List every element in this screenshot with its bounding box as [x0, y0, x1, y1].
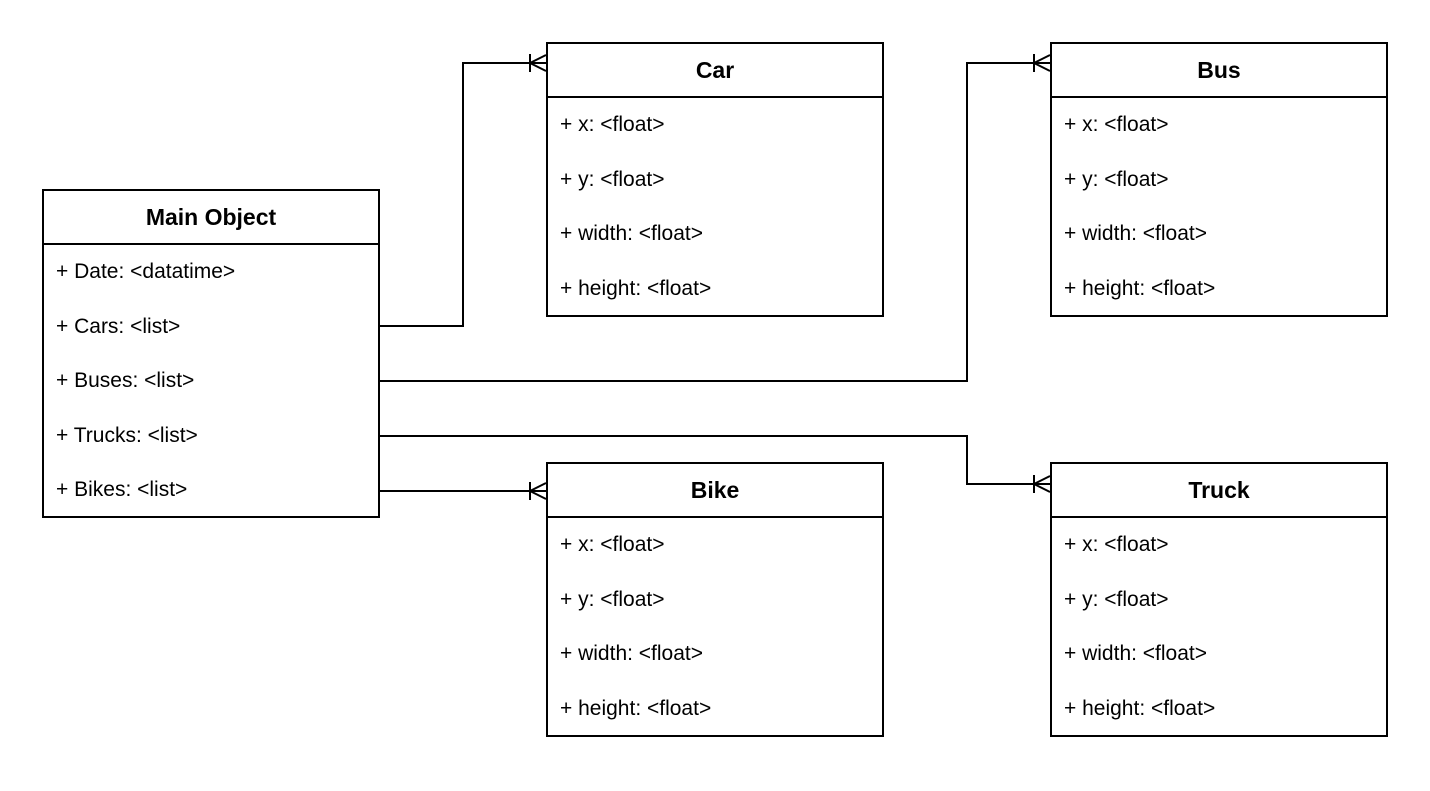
entity-field-list: + x: <float> + y: <float> + width: <floa…	[1052, 98, 1386, 316]
field-height: + height: <float>	[1064, 276, 1216, 300]
field-height: + height: <float>	[560, 696, 712, 720]
field-y: + y: <float>	[1064, 587, 1169, 611]
field-trucks: + Trucks: <list>	[56, 423, 198, 447]
field-y: + y: <float>	[560, 587, 665, 611]
field-y: + y: <float>	[1064, 167, 1169, 191]
field-height: + height: <float>	[1064, 696, 1216, 720]
field-cars: + Cars: <list>	[56, 314, 181, 338]
entity-car[interactable]: Car + x: <float> + y: <float> + width: <…	[546, 42, 884, 317]
connector-trucks-to-truck	[380, 435, 1051, 493]
field-width: + width: <float>	[1064, 222, 1208, 246]
entity-field-list: + x: <float> + y: <float> + width: <floa…	[548, 518, 882, 736]
field-y: + y: <float>	[560, 167, 665, 191]
entity-bike[interactable]: Bike + x: <float> + y: <float> + width: …	[546, 462, 884, 737]
field-x: + x: <float>	[560, 533, 665, 557]
field-date: + Date: <datatime>	[56, 260, 236, 284]
field-width: + width: <float>	[560, 222, 704, 246]
entity-title: Bus	[1052, 44, 1386, 98]
connector-bikes-to-bike	[380, 482, 547, 500]
field-bikes: + Bikes: <list>	[56, 478, 188, 502]
field-height: + height: <float>	[560, 276, 712, 300]
field-buses: + Buses: <list>	[56, 369, 195, 393]
crow-foot-many-icon	[529, 54, 547, 72]
field-x: + x: <float>	[1064, 113, 1169, 137]
entity-title: Bike	[548, 464, 882, 518]
entity-truck[interactable]: Truck + x: <float> + y: <float> + width:…	[1050, 462, 1388, 737]
crow-foot-many-icon	[529, 482, 547, 500]
field-x: + x: <float>	[560, 113, 665, 137]
entity-title: Truck	[1052, 464, 1386, 518]
field-width: + width: <float>	[1064, 642, 1208, 666]
entity-field-list: + x: <float> + y: <float> + width: <floa…	[1052, 518, 1386, 736]
field-x: + x: <float>	[1064, 533, 1169, 557]
connector-cars-to-car	[380, 54, 547, 327]
entity-title: Main Object	[44, 191, 378, 245]
entity-bus[interactable]: Bus + x: <float> + y: <float> + width: <…	[1050, 42, 1388, 317]
connector-buses-to-bus	[380, 54, 1051, 382]
crow-foot-many-icon	[1033, 475, 1051, 493]
entity-title: Car	[548, 44, 882, 98]
entity-main-object[interactable]: Main Object + Date: <datatime> + Cars: <…	[42, 189, 380, 518]
entity-field-list: + x: <float> + y: <float> + width: <floa…	[548, 98, 882, 316]
crow-foot-many-icon	[1033, 54, 1051, 72]
entity-field-list: + Date: <datatime> + Cars: <list> + Buse…	[44, 245, 378, 518]
field-width: + width: <float>	[560, 642, 704, 666]
